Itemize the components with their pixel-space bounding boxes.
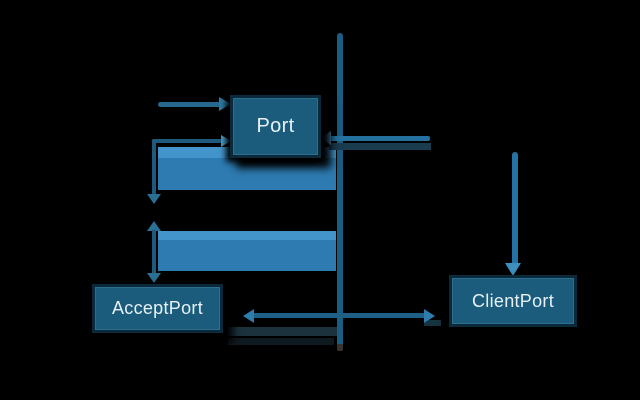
node-port-label: Port <box>256 115 295 137</box>
clientport-drop-arrowhead-down-icon <box>505 263 521 276</box>
elbow-connector-arrowhead-down-icon <box>147 194 161 204</box>
elbow-connector-arrowhead-right-icon <box>221 135 231 147</box>
arrow-into-port-top-arrowhead-right-icon <box>219 97 231 111</box>
elbow-connector-vertical-line <box>152 139 156 195</box>
double-arrow-shadow-band-lower <box>228 338 334 345</box>
double-arrow-right-head-shadow <box>424 320 441 326</box>
node-clientport: ClientPort <box>449 275 577 327</box>
node-acceptport: AcceptPort <box>92 284 223 333</box>
node-port: Port <box>230 95 321 158</box>
arrow-into-port-top-line <box>158 102 221 107</box>
acceptport-arrow-vertical-line <box>152 230 156 275</box>
double-arrow-arrowhead-right-icon <box>424 309 435 323</box>
clientport-drop-line <box>512 152 518 265</box>
double-arrow-shadow-band <box>228 327 338 336</box>
lifeline-shadow-foot <box>337 344 343 351</box>
double-arrow-horizontal-line <box>252 313 425 318</box>
node-acceptport-label: AcceptPort <box>111 298 204 318</box>
port-right-line <box>329 136 430 141</box>
port-right-arrowhead-left-icon <box>320 131 331 145</box>
transfer-bar-bottom <box>158 231 336 271</box>
port-right-line-shadow <box>329 143 431 150</box>
elbow-connector-horizontal-line <box>152 139 222 143</box>
acceptport-arrow-arrowhead-up-icon <box>147 221 161 231</box>
double-arrow-arrowhead-left-icon <box>243 309 254 323</box>
node-clientport-label: ClientPort <box>471 290 555 311</box>
lifeline-vertical <box>337 33 343 345</box>
acceptport-arrow-arrowhead-down-icon <box>147 273 161 283</box>
